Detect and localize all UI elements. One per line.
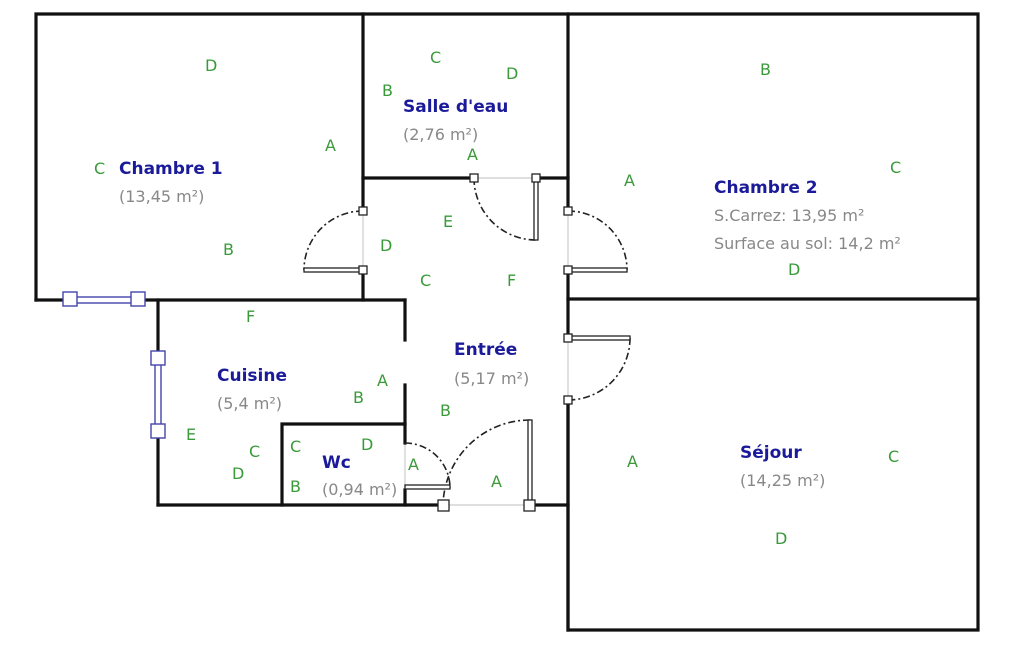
wall-marker: B xyxy=(223,240,234,259)
wall-marker: C xyxy=(290,437,301,456)
wall-marker: D xyxy=(205,56,217,75)
room-area-salle-deau: (2,76 m²) xyxy=(403,125,478,144)
door-hinges xyxy=(358,173,573,512)
wall-marker: B xyxy=(353,388,364,407)
room-name-entree: Entrée xyxy=(454,340,517,360)
wall-marker: B xyxy=(382,81,393,100)
wall-marker: E xyxy=(443,212,453,231)
wall-marker: D xyxy=(361,435,373,454)
wall-marker: A xyxy=(377,371,388,390)
room-area-cuisine: (5,4 m²) xyxy=(217,394,282,413)
walls xyxy=(34,12,980,632)
room-name-wc: Wc xyxy=(322,453,351,473)
window-chambre1 xyxy=(69,296,139,304)
wall-marker: A xyxy=(491,472,502,491)
wall-marker: C xyxy=(890,158,901,177)
windows xyxy=(62,291,166,439)
room-name-chambre1: Chambre 1 xyxy=(119,159,223,179)
wall-marker: D xyxy=(775,529,787,548)
wall-marker: E xyxy=(186,425,196,444)
wall-marker: C xyxy=(430,48,441,67)
wall-marker: D xyxy=(788,260,800,279)
wall-marker: B xyxy=(760,60,771,79)
room-area-entree: (5,17 m²) xyxy=(454,369,529,388)
wall-marker: A xyxy=(325,136,336,155)
wall-marker: C xyxy=(888,447,899,466)
wall-marker: B xyxy=(440,401,451,420)
doors xyxy=(303,173,631,512)
wall-marker: B xyxy=(290,477,301,496)
wall-marker: C xyxy=(249,442,260,461)
wall-marker: D xyxy=(506,64,518,83)
room-name-chambre2: Chambre 2 xyxy=(714,178,818,198)
room-name-sejour: Séjour xyxy=(740,443,802,463)
wall-marker: F xyxy=(246,307,255,326)
room-area-chambre1: (13,45 m²) xyxy=(119,187,204,206)
wall-marker: C xyxy=(420,271,431,290)
room-area-sejour: (14,25 m²) xyxy=(740,471,825,490)
wall-marker: A xyxy=(624,171,635,190)
room-name-cuisine: Cuisine xyxy=(217,366,287,386)
thin-outlines xyxy=(362,177,569,506)
room-labels: Chambre 1 (13,45 m²) Salle d'eau (2,76 m… xyxy=(119,97,901,499)
wall-marker: D xyxy=(232,464,244,483)
room-floor-area-chambre2: Surface au sol: 14,2 m² xyxy=(714,234,901,253)
window-cuisine xyxy=(154,357,162,431)
wall-marker: A xyxy=(408,455,419,474)
wall-marker: C xyxy=(94,159,105,178)
room-area-wc: (0,94 m²) xyxy=(322,480,397,499)
wall-marker: D xyxy=(380,236,392,255)
room-carrez-chambre2: S.Carrez: 13,95 m² xyxy=(714,206,864,225)
room-name-salle-deau: Salle d'eau xyxy=(403,97,508,117)
wall-marker: A xyxy=(627,452,638,471)
wall-marker: F xyxy=(507,271,516,290)
wall-marker: A xyxy=(467,145,478,164)
